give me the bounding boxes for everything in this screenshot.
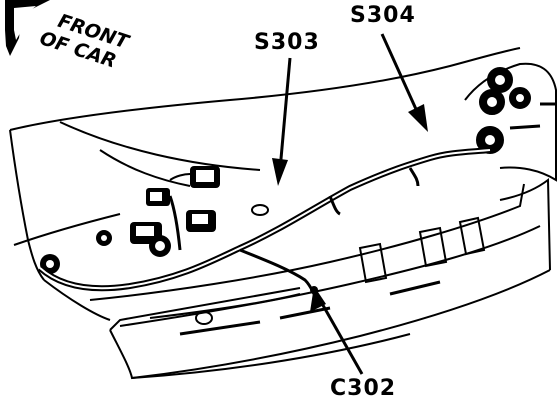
front-bumper <box>89 178 551 380</box>
wiring-harness <box>37 147 491 295</box>
right-headlamp-assembly <box>464 62 557 182</box>
callout-s303: S303 <box>254 30 320 55</box>
front-direction-arrow-icon <box>5 0 50 56</box>
body-outline <box>9 47 521 321</box>
callout-c302: C302 <box>330 376 397 401</box>
callout-arrows <box>272 33 428 375</box>
bumper-slots <box>179 280 441 336</box>
callout-s304: S304 <box>350 3 416 28</box>
